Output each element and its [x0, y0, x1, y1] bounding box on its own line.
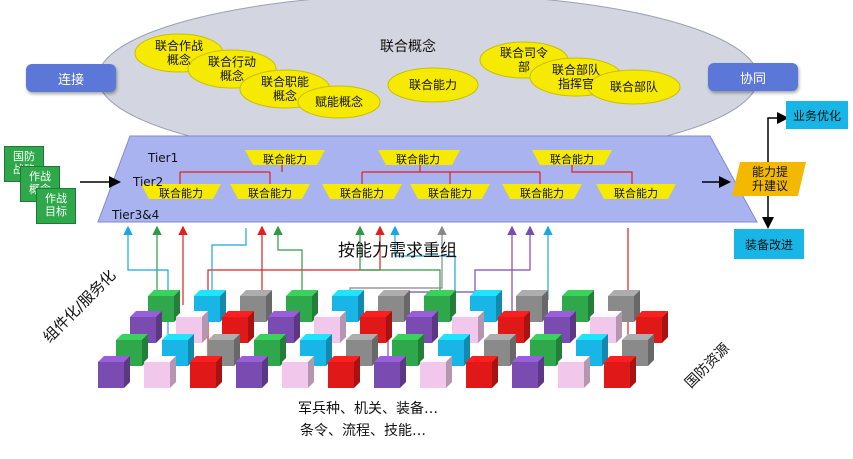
concept-bubble-line2: 部 — [517, 60, 530, 74]
concept-bubble-line1: 联合行动 — [207, 55, 256, 69]
concept-bubble-line1: 联合能力 — [408, 78, 457, 92]
concept-bubble-line1: 赋能概念 — [314, 95, 363, 109]
resource-cube — [98, 356, 130, 388]
bottom-text-line2: 条令、流程、技能… — [300, 423, 426, 439]
resource-cube — [420, 356, 452, 388]
resource-cube — [360, 311, 392, 343]
capability-label: 联合能力 — [159, 187, 203, 200]
capability-label: 联合能力 — [396, 153, 440, 166]
capability-label: 联合能力 — [520, 187, 564, 200]
tier-connectors — [179, 162, 633, 186]
concept-bubble-line1: 联合作战 — [154, 39, 203, 53]
resource-cube — [558, 356, 590, 388]
concept-bubble-line2: 指挥官 — [557, 77, 594, 91]
equipment-improvement-box: 装备改进 — [734, 229, 804, 259]
concept-bubble-label: 联合能力 — [388, 78, 478, 92]
concept-bubble-line1: 联合职能 — [260, 75, 309, 89]
concept-bubble — [587, 69, 681, 105]
concept-bubble-label: 赋能概念 — [298, 95, 380, 109]
concept-bubble — [387, 67, 479, 103]
concept-title: 联合概念 — [380, 39, 436, 55]
capability-label: 联合能力 — [550, 153, 594, 166]
concept-bubble-line1: 联合部队 — [551, 63, 600, 77]
resource-cubes — [98, 290, 668, 388]
business-optimization-box: 业务优化 — [786, 101, 848, 129]
resource-cube — [282, 356, 314, 388]
concept-bubble-label: 联合部队 — [588, 80, 680, 94]
resource-cube — [236, 356, 268, 388]
suggestion-box: 能力提升建议 — [751, 165, 788, 193]
stack-card-strategy: 国防战略 — [4, 146, 44, 182]
concept-bubble-label: 联合行动概念 — [188, 55, 276, 83]
stack-card-objective: 作战目标 — [36, 188, 76, 224]
collaborate-button[interactable]: 协同 — [708, 63, 798, 91]
resource-cube — [636, 311, 668, 343]
resource-cube — [512, 356, 544, 388]
resource-cube — [332, 290, 364, 322]
resource-cube — [144, 356, 176, 388]
resource-cube — [374, 356, 406, 388]
tier2-label: Tier2 — [133, 175, 164, 189]
tier1-label: Tier1 — [148, 151, 179, 165]
bottom-text-line1: 军兵种、机关、装备… — [298, 401, 438, 417]
restructure-label: 按能力需求重组 — [338, 241, 457, 261]
resource-cube — [604, 356, 636, 388]
resource-cube — [328, 356, 360, 388]
concept-bubble-label: 联合部队指挥官 — [530, 63, 622, 91]
concept-bubble-line2: 概念 — [219, 69, 244, 83]
tier34-label: Tier3&4 — [112, 208, 160, 222]
resource-cube — [466, 356, 498, 388]
capability-label: 联合能力 — [428, 187, 472, 200]
resource-cube — [190, 356, 222, 388]
capability-label: 联合能力 — [248, 187, 292, 200]
concept-bubble-label: 联合职能概念 — [240, 75, 330, 103]
capability-label: 联合能力 — [614, 187, 658, 200]
capability-shapes — [141, 150, 676, 199]
concept-bubble-label: 联合司令部 — [480, 46, 568, 74]
connect-button[interactable]: 连接 — [26, 64, 116, 92]
concept-bubble-line1: 联合司令 — [499, 46, 548, 60]
concept-bubble-line1: 联合部队 — [609, 80, 658, 94]
concept-bubble-line2: 概念 — [272, 89, 297, 103]
capability-label: 联合能力 — [263, 153, 307, 166]
concept-bubble-label: 联合作战概念 — [135, 39, 223, 67]
resource-cube — [314, 311, 346, 343]
concept-bubble — [297, 85, 381, 119]
capability-label: 联合能力 — [340, 187, 384, 200]
concept-bubble-line2: 概念 — [166, 53, 191, 67]
